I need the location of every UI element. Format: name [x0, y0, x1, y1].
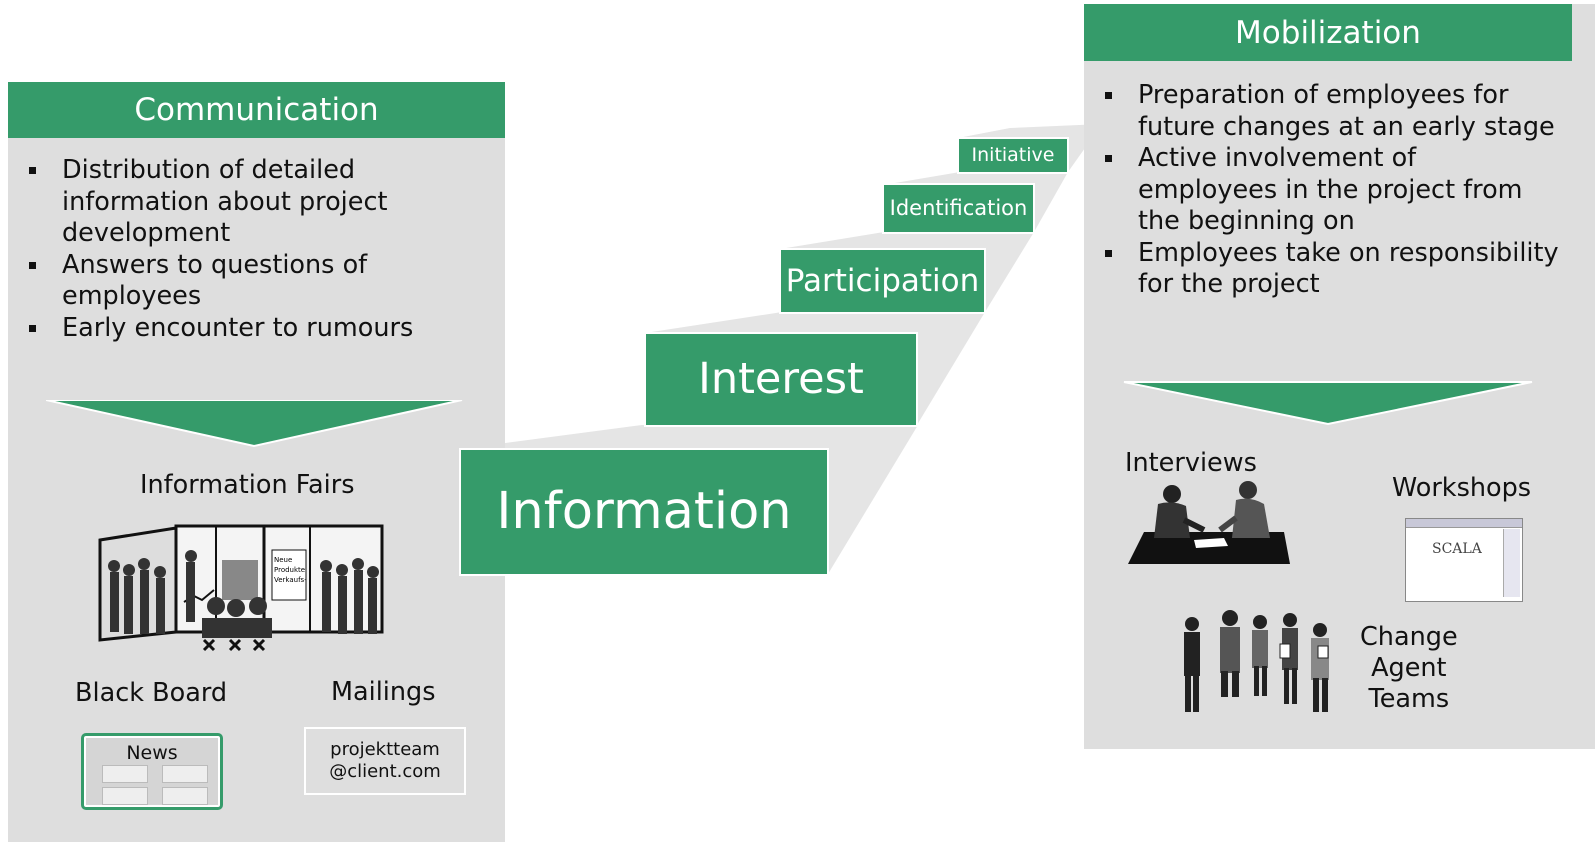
svg-text:Neue: Neue	[274, 556, 292, 564]
step-participation: Participation	[779, 248, 986, 314]
communication-bullet-3: Early encounter to rumours	[26, 313, 486, 345]
interview-illustration	[1128, 481, 1290, 564]
communication-bullets: Distribution of detailed information abo…	[26, 155, 486, 344]
mobilization-bullet-1: Preparation of employees for future chan…	[1102, 80, 1562, 143]
change-agent-line-2: Agent	[1371, 653, 1447, 683]
mobilization-bullet-2: Active involvement of employees in the p…	[1102, 143, 1562, 238]
news-board: News	[81, 733, 223, 810]
email-line-2: @client.com	[329, 761, 441, 782]
workshop-illustration: SCALA	[1405, 518, 1523, 602]
mobilization-bullet-3: Employees take on responsibility for the…	[1102, 238, 1562, 301]
news-board-slot	[102, 765, 148, 783]
change-agent-line-3: Teams	[1368, 684, 1450, 714]
svg-text:Verkaufs-: Verkaufs-	[274, 576, 307, 584]
information-fair-illustration: Neue Produkte Verkaufs-	[98, 524, 384, 652]
step-identification: Identification	[882, 183, 1035, 234]
communication-title: Communication	[8, 82, 505, 138]
mobilization-down-arrow	[1123, 381, 1533, 426]
mobilization-panel	[1084, 4, 1595, 749]
communication-down-arrow	[46, 400, 463, 448]
email-address-box: projektteam @client.com	[304, 727, 466, 795]
black-board-label: Black Board	[75, 678, 228, 708]
step-initiative: Initiative	[957, 137, 1069, 174]
change-agent-line-1: Change	[1360, 622, 1458, 652]
communication-bullet-1: Distribution of detailed information abo…	[26, 155, 486, 250]
news-board-slot	[162, 787, 208, 805]
mobilization-title: Mobilization	[1084, 4, 1572, 61]
workshop-sidepanel	[1503, 529, 1520, 597]
step-interest: Interest	[644, 332, 918, 427]
news-board-slot	[162, 765, 208, 783]
news-board-title: News	[126, 742, 178, 764]
workshop-logo: SCALA	[1432, 541, 1482, 557]
interviews-label: Interviews	[1125, 448, 1257, 478]
mailings-label: Mailings	[331, 677, 436, 707]
communication-bullet-2: Answers to questions of employees	[26, 250, 486, 313]
workshop-toolbar	[1406, 519, 1522, 528]
step-information: Information	[459, 448, 829, 576]
workshops-label: Workshops	[1392, 473, 1532, 503]
news-board-slot	[102, 787, 148, 805]
mobilization-bullets: Preparation of employees for future chan…	[1102, 80, 1562, 301]
information-fairs-label: Information Fairs	[140, 470, 355, 500]
change-agent-teams-label: Change Agent Teams	[1360, 622, 1458, 715]
email-line-1: projektteam	[330, 739, 440, 760]
svg-text:Produkte: Produkte	[274, 566, 305, 574]
communication-panel	[8, 82, 505, 842]
change-agent-team-illustration	[1184, 610, 1329, 712]
